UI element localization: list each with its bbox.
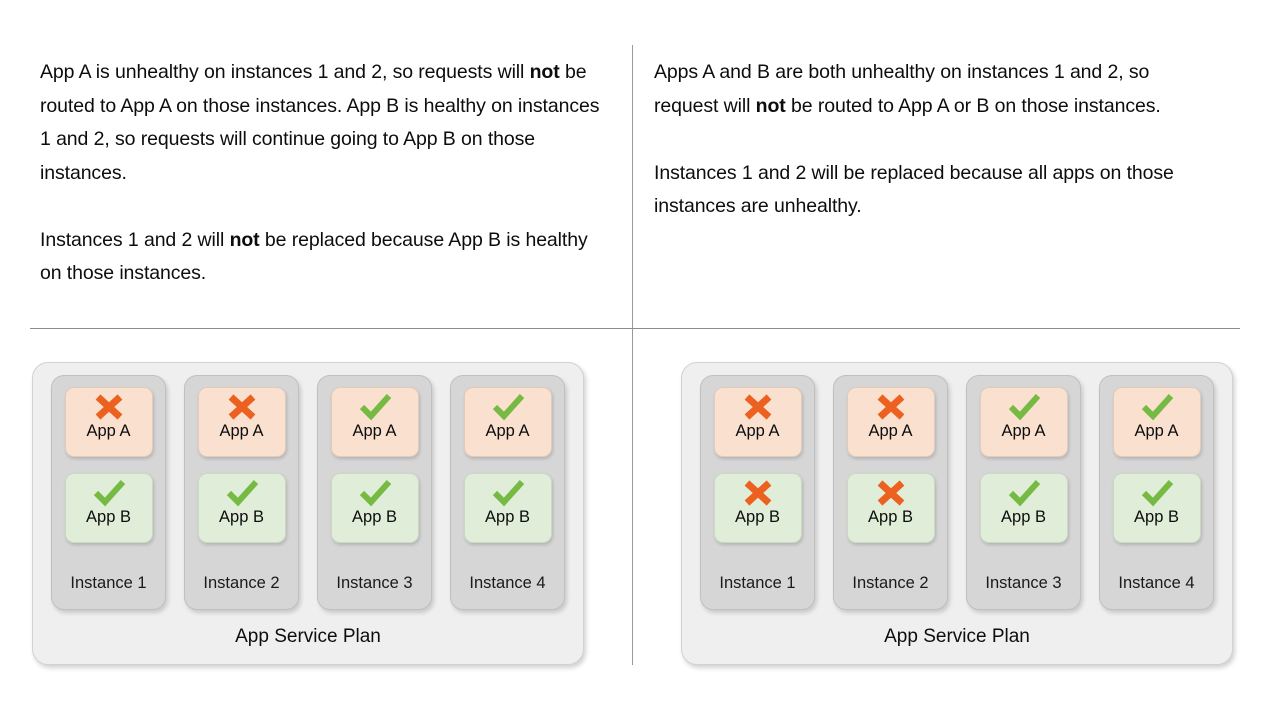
- app-label: App A: [1134, 422, 1179, 440]
- app-tile[interactable]: App B: [64, 473, 153, 543]
- instances-row: App A App B Instance 1 App A App B Instance 2…: [700, 375, 1214, 610]
- cross-icon: [877, 394, 904, 420]
- body-text: be replaced because App B is healthy on …: [40, 228, 588, 285]
- check-icon: [492, 393, 524, 421]
- plan-label: App Service Plan: [884, 626, 1030, 647]
- body-text: Instances 1 and 2 will be replaced becau…: [654, 161, 1174, 218]
- app-label: App B: [219, 508, 264, 526]
- app-tile[interactable]: App A: [197, 387, 286, 457]
- app-label: App A: [352, 422, 397, 440]
- check-icon: [1141, 479, 1173, 507]
- cross-icon: [744, 394, 771, 420]
- app-label: App B: [86, 508, 131, 526]
- check-icon: [93, 479, 125, 507]
- app-tile[interactable]: App A: [846, 387, 935, 457]
- emphasis-text: not: [229, 228, 260, 251]
- instance-card[interactable]: App A App B Instance 2: [833, 375, 948, 610]
- description-paragraph: App A is unhealthy on instances 1 and 2,…: [40, 56, 600, 190]
- app-tile[interactable]: App A: [64, 387, 153, 457]
- app-tile[interactable]: App B: [463, 473, 552, 543]
- app-tile[interactable]: App B: [330, 473, 419, 543]
- app-label: App B: [352, 508, 397, 526]
- app-service-plan-left: App A App B Instance 1 App A App B Instance 2…: [32, 362, 584, 665]
- app-tile[interactable]: App B: [713, 473, 802, 543]
- instance-label: Instance 4: [1118, 574, 1195, 592]
- instances-row: App A App B Instance 1 App A App B Instance 2…: [51, 375, 565, 610]
- cross-icon: [877, 480, 904, 506]
- app-tile[interactable]: App B: [979, 473, 1068, 543]
- app-tile[interactable]: App A: [713, 387, 802, 457]
- plan-label: App Service Plan: [235, 626, 381, 647]
- app-label: App B: [485, 508, 530, 526]
- instance-card[interactable]: App A App B Instance 4: [1099, 375, 1214, 610]
- instance-label: Instance 1: [70, 574, 147, 592]
- instance-card[interactable]: App A App B Instance 3: [317, 375, 432, 610]
- paragraph-spacer: [654, 123, 1199, 157]
- left-description-panel: App A is unhealthy on instances 1 and 2,…: [40, 56, 600, 291]
- app-label: App B: [868, 508, 913, 526]
- app-label: App A: [868, 422, 913, 440]
- instance-card[interactable]: App A App B Instance 1: [700, 375, 815, 610]
- instance-label: Instance 2: [852, 574, 929, 592]
- check-icon: [226, 479, 258, 507]
- body-text: be routed to App A on those instances. A…: [40, 61, 600, 184]
- app-tile[interactable]: App A: [463, 387, 552, 457]
- vertical-divider: [632, 45, 633, 665]
- app-label: App B: [1134, 508, 1179, 526]
- app-label: App A: [485, 422, 530, 440]
- check-icon: [492, 479, 524, 507]
- check-icon: [359, 393, 391, 421]
- app-label: App B: [1001, 508, 1046, 526]
- check-icon: [1008, 479, 1040, 507]
- cross-icon: [228, 394, 255, 420]
- app-label: App B: [735, 508, 780, 526]
- instance-card[interactable]: App A App B Instance 2: [184, 375, 299, 610]
- instance-label: Instance 3: [985, 574, 1062, 592]
- app-tile[interactable]: App A: [330, 387, 419, 457]
- description-paragraph: Apps A and B are both unhealthy on insta…: [654, 56, 1199, 123]
- check-icon: [359, 479, 391, 507]
- app-tile[interactable]: App B: [1112, 473, 1201, 543]
- paragraph-spacer: [40, 190, 600, 224]
- app-service-plan-right: App A App B Instance 1 App A App B Instance 2…: [681, 362, 1233, 665]
- instance-label: Instance 1: [719, 574, 796, 592]
- description-paragraph: Instances 1 and 2 will not be replaced b…: [40, 224, 600, 291]
- body-text: Apps A and B are both unhealthy on insta…: [654, 61, 1150, 117]
- cross-icon: [744, 480, 771, 506]
- app-label: App A: [219, 422, 264, 440]
- check-icon: [1008, 393, 1040, 421]
- instance-label: Instance 4: [469, 574, 546, 592]
- app-label: App A: [735, 422, 780, 440]
- app-tile[interactable]: App A: [1112, 387, 1201, 457]
- horizontal-divider: [30, 328, 1240, 329]
- body-text: App A is unhealthy on instances 1 and 2,…: [40, 61, 530, 83]
- right-description-panel: Apps A and B are both unhealthy on insta…: [654, 56, 1199, 224]
- app-tile[interactable]: App B: [846, 473, 935, 543]
- instance-card[interactable]: App A App B Instance 1: [51, 375, 166, 610]
- app-label: App A: [86, 422, 131, 440]
- cross-icon: [95, 394, 122, 420]
- emphasis-text: not: [529, 61, 560, 83]
- emphasis-text: not: [755, 94, 786, 117]
- check-icon: [1141, 393, 1173, 421]
- app-tile[interactable]: App A: [979, 387, 1068, 457]
- body-text: Instances 1 and 2 will: [40, 228, 230, 251]
- instance-card[interactable]: App A App B Instance 4: [450, 375, 565, 610]
- instance-label: Instance 2: [203, 574, 280, 592]
- instance-label: Instance 3: [336, 574, 413, 592]
- app-tile[interactable]: App B: [197, 473, 286, 543]
- description-paragraph: Instances 1 and 2 will be replaced becau…: [654, 157, 1199, 224]
- body-text: be routed to App A or B on those instanc…: [785, 94, 1161, 117]
- instance-card[interactable]: App A App B Instance 3: [966, 375, 1081, 610]
- app-label: App A: [1001, 422, 1046, 440]
